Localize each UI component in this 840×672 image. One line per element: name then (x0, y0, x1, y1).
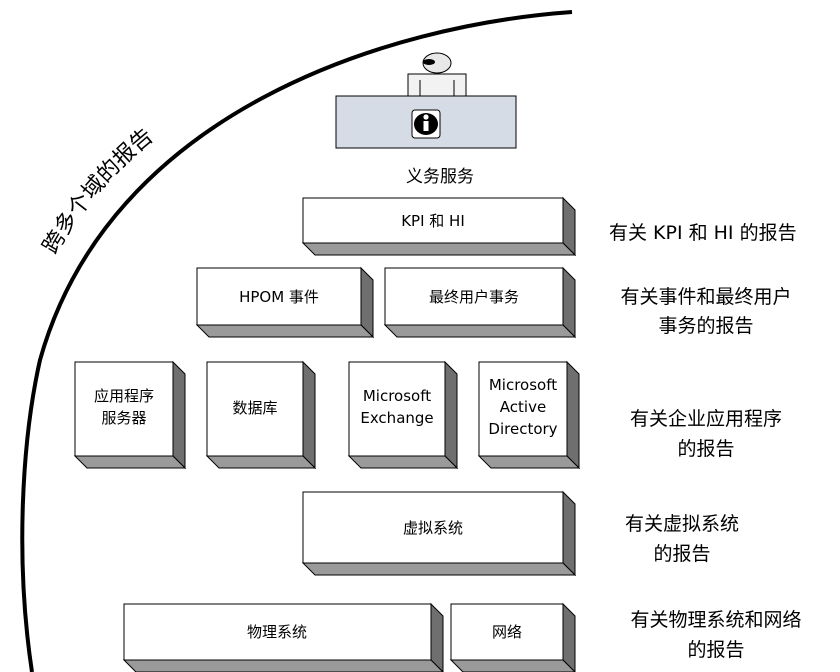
report-labels: 有关 KPI 和 HI 的报告 有关事件和最终用户 事务的报告 有关企业应用程序… (609, 222, 802, 661)
active-directory-label-3: Directory (488, 420, 557, 438)
person-headset (423, 59, 435, 65)
report-kpi-1: 有关 KPI 和 HI 的报告 (609, 222, 797, 244)
database-box: 数据库 (205, 360, 317, 470)
virtual-label: 虚拟系统 (403, 519, 463, 537)
kpi-hi-box: KPI 和 HI (301, 196, 577, 257)
hpom-label: HPOM 事件 (239, 288, 319, 306)
exchange-label-1: Microsoft (363, 387, 431, 405)
domain-arc (20, 10, 573, 672)
app-server-box: 应用程序 服务器 (73, 360, 187, 470)
report-events-2: 事务的报告 (658, 315, 753, 337)
network-box: 网络 (449, 602, 576, 672)
end-user-box: 最终用户事务 (383, 266, 577, 339)
report-virtual-2: 的报告 (653, 543, 710, 565)
active-directory-label-2: Active (500, 398, 546, 416)
person-head (422, 52, 452, 74)
hpom-box: HPOM 事件 (195, 266, 375, 339)
exchange-label-2: Exchange (360, 409, 433, 427)
database-label: 数据库 (232, 399, 277, 417)
report-events-1: 有关事件和最终用户 (620, 286, 791, 308)
end-user-label: 最终用户事务 (429, 288, 519, 306)
report-enterprise-1: 有关企业应用程序 (630, 408, 782, 430)
app-server-label-2: 服务器 (101, 409, 146, 427)
report-virtual-1: 有关虚拟系统 (625, 513, 739, 535)
active-directory-box: Microsoft Active Directory (477, 360, 581, 470)
business-service-label: 义务服务 (406, 167, 474, 187)
report-enterprise-2: 的报告 (677, 438, 734, 460)
report-physical-1: 有关物理系统和网络 (630, 609, 801, 631)
app-server-label-1: 应用程序 (94, 387, 154, 405)
report-physical-2: 的报告 (687, 639, 744, 661)
business-service-figure (335, 52, 517, 149)
physical-box: 物理系统 (122, 602, 444, 672)
active-directory-label-1: Microsoft (489, 376, 557, 394)
kpi-hi-label: KPI 和 HI (401, 212, 465, 230)
network-label: 网络 (492, 623, 522, 641)
exchange-box: Microsoft Exchange (347, 360, 459, 470)
virtual-box: 虚拟系统 (301, 490, 577, 577)
physical-label: 物理系统 (247, 623, 307, 641)
info-icon (411, 109, 441, 139)
